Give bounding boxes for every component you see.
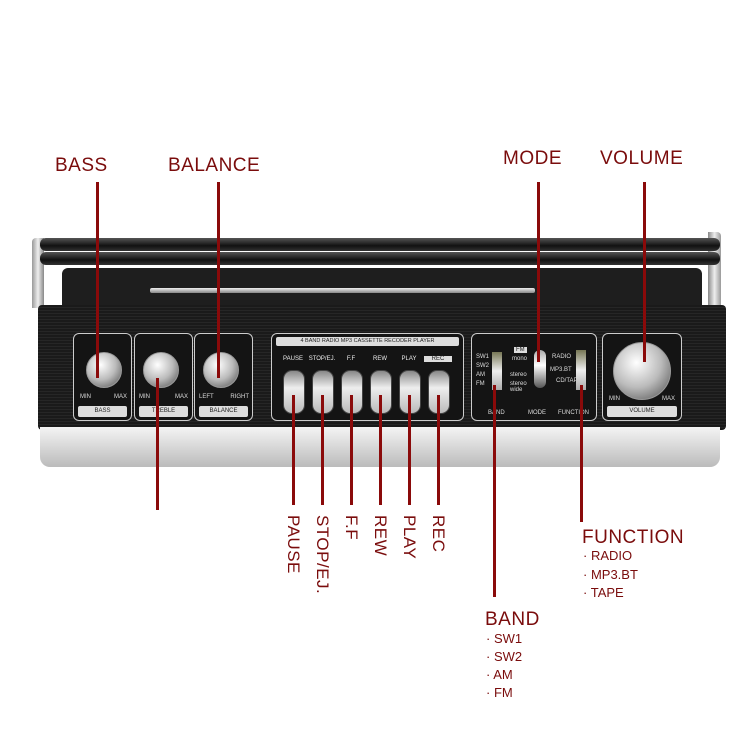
function-radio: RADIO [552,354,572,360]
band-label: BAND [485,609,540,630]
band-item-sw2: · SW2 [486,649,523,664]
function-switch[interactable] [576,350,586,390]
function-item-radio: · RADIO [583,548,633,563]
mode-switch[interactable] [534,350,546,388]
antenna [150,288,535,293]
rew-callout: REW [371,515,390,557]
ff-callout: F.F [342,515,361,541]
rec-callout: REC [429,515,448,553]
volume-max: MAX [661,396,675,402]
bass-knob[interactable] [86,352,122,388]
function-panel-label: FUNCTION [558,410,589,416]
play-callout-line [408,395,411,505]
band-item-sw1: · SW1 [486,631,523,646]
play-label: PLAY [401,356,417,362]
function-item-text: MP3.BT [590,567,638,582]
balance-right: RIGHT [230,394,249,400]
treble-panel: MIN MAX TREBLE [134,333,193,421]
band-item-am: · AM [486,667,513,682]
stop-callout: STOP/EJ. [313,515,332,595]
band-item-text: FM [493,685,513,700]
function-callout-line [580,385,583,522]
function-item-mp3bt: · MP3.BT [583,567,638,582]
volume-callout-line [643,182,646,362]
balance-panel-label: BALANCE [199,406,248,417]
function-mp3bt: MP3.BT [550,367,572,373]
volume-panel-label: VOLUME [607,406,677,417]
bass-label: BASS [55,155,108,176]
function-cdtape: CD/TAPE [556,378,582,384]
band-item-text: SW1 [493,631,523,646]
handle-right [708,232,721,308]
function-label: FUNCTION [582,527,685,548]
function-item-tape: · TAPE [583,585,624,600]
volume-label: VOLUME [600,148,684,169]
band-item-fm: · FM [486,685,513,700]
mode-panel-label: MODE [528,410,546,416]
mode-mono: mono [512,356,528,362]
mode-stereo-wide: stereo wide [510,381,527,393]
mode-fm: FM [514,347,527,353]
rec-label: REC [424,356,452,362]
balance-panel: LEFT RIGHT BALANCE [194,333,253,421]
play-callout: PLAY [400,515,419,560]
function-item-text: TAPE [590,585,624,600]
bass-panel: MIN MAX BASS [73,333,132,421]
band-sw2: SW2 [476,363,490,369]
treble-callout-line [156,378,159,510]
mode-callout-line [537,182,540,362]
treble-panel-label: TREBLE [139,406,188,417]
balance-label: BALANCE [168,155,261,176]
rec-callout-line [437,395,440,505]
rew-callout-line [379,395,382,505]
volume-min: MIN [609,396,620,402]
treble-min: MIN [139,394,150,400]
handle-bar[interactable] [40,238,720,251]
bass-panel-label: BASS [78,406,127,417]
band-switch[interactable] [492,352,502,390]
balance-knob[interactable] [203,352,239,388]
band-am: AM [476,372,485,378]
volume-panel: MIN MAX VOLUME [602,333,682,421]
bass-max: MAX [113,394,127,400]
function-item-text: RADIO [590,548,633,563]
mode-label: MODE [503,148,562,169]
balance-callout-line [217,182,220,378]
pause-label: PAUSE [283,356,303,362]
stop-label: STOP/EJ. [308,356,336,362]
treble-max: MAX [174,394,188,400]
pause-callout-line [292,395,295,505]
ff-label: F.F [346,356,356,362]
rew-label: REW [373,356,387,362]
mode-panel: SW1 SW2 AM FM FM mono stereo stereo wide… [471,333,597,421]
band-callout-line [493,385,496,597]
band-item-text: AM [493,667,513,682]
band-item-text: SW2 [493,649,523,664]
ff-callout-line [350,395,353,505]
treble-knob[interactable] [143,352,179,388]
band-sw1: SW1 [476,354,490,360]
balance-left: LEFT [199,394,214,400]
band-panel-label: BAND [488,410,505,416]
band-fm: FM [476,381,485,387]
bass-min: MIN [80,394,91,400]
stop-callout-line [321,395,324,505]
mode-stereo: stereo [510,372,527,378]
cassette-panel-title: 4 BAND RADIO MP3 CASSETTE RECODER PLAYER [276,337,459,346]
handle-bar-lower [40,252,720,265]
pause-callout: PAUSE [284,515,303,574]
volume-knob[interactable] [613,342,671,400]
bass-callout-line [96,182,99,378]
